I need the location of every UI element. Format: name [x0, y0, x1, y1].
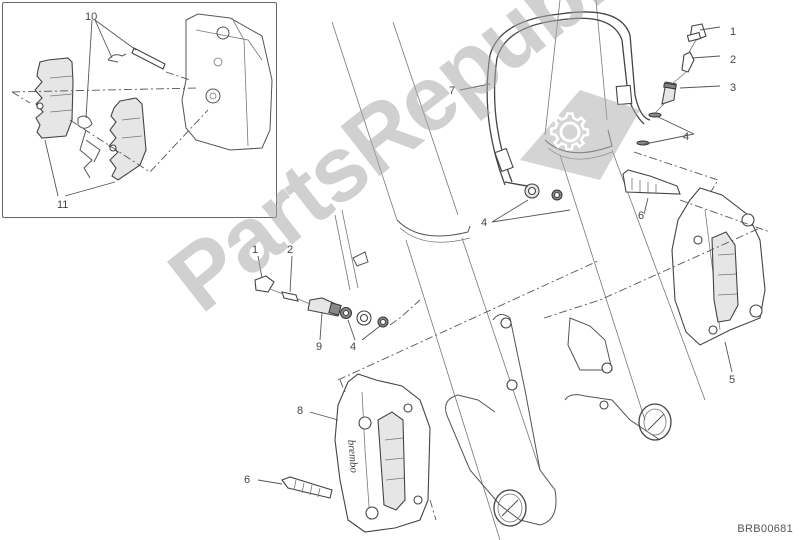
svg-text:brembo: brembo	[345, 439, 360, 474]
diagram-reference-code: BRB00681	[737, 523, 793, 535]
callout-7-hose: 7	[449, 85, 456, 97]
callout-inset-10: 10	[85, 11, 98, 23]
inset-pads-detail	[11, 13, 273, 197]
watermark-gear-icon	[520, 90, 640, 180]
callout-5-right-caliper: 5	[729, 374, 736, 386]
brake-hose	[486, 11, 651, 201]
callout-2-right: 2	[730, 54, 737, 66]
callout-4-right: 4	[683, 131, 690, 143]
right-fittings	[633, 23, 719, 211]
right-caliper	[543, 169, 771, 373]
callout-1-left: 1	[252, 244, 259, 256]
callout-8-left-caliper: 8	[297, 405, 304, 417]
inset-detail-frame	[2, 2, 277, 218]
callout-1-right: 1	[730, 26, 737, 38]
callout-2-left: 2	[287, 244, 294, 256]
callout-9-left: 9	[316, 341, 323, 353]
callout-inset-11: 11	[57, 199, 69, 211]
callout-3-right: 3	[730, 82, 737, 94]
left-caliper: brembo	[257, 373, 437, 533]
left-fittings	[254, 255, 601, 381]
callout-6-left: 6	[244, 474, 251, 486]
callout-4-left: 4	[350, 341, 357, 353]
callout-4-hose: 4	[481, 217, 488, 229]
callout-6-right: 6	[638, 210, 645, 222]
